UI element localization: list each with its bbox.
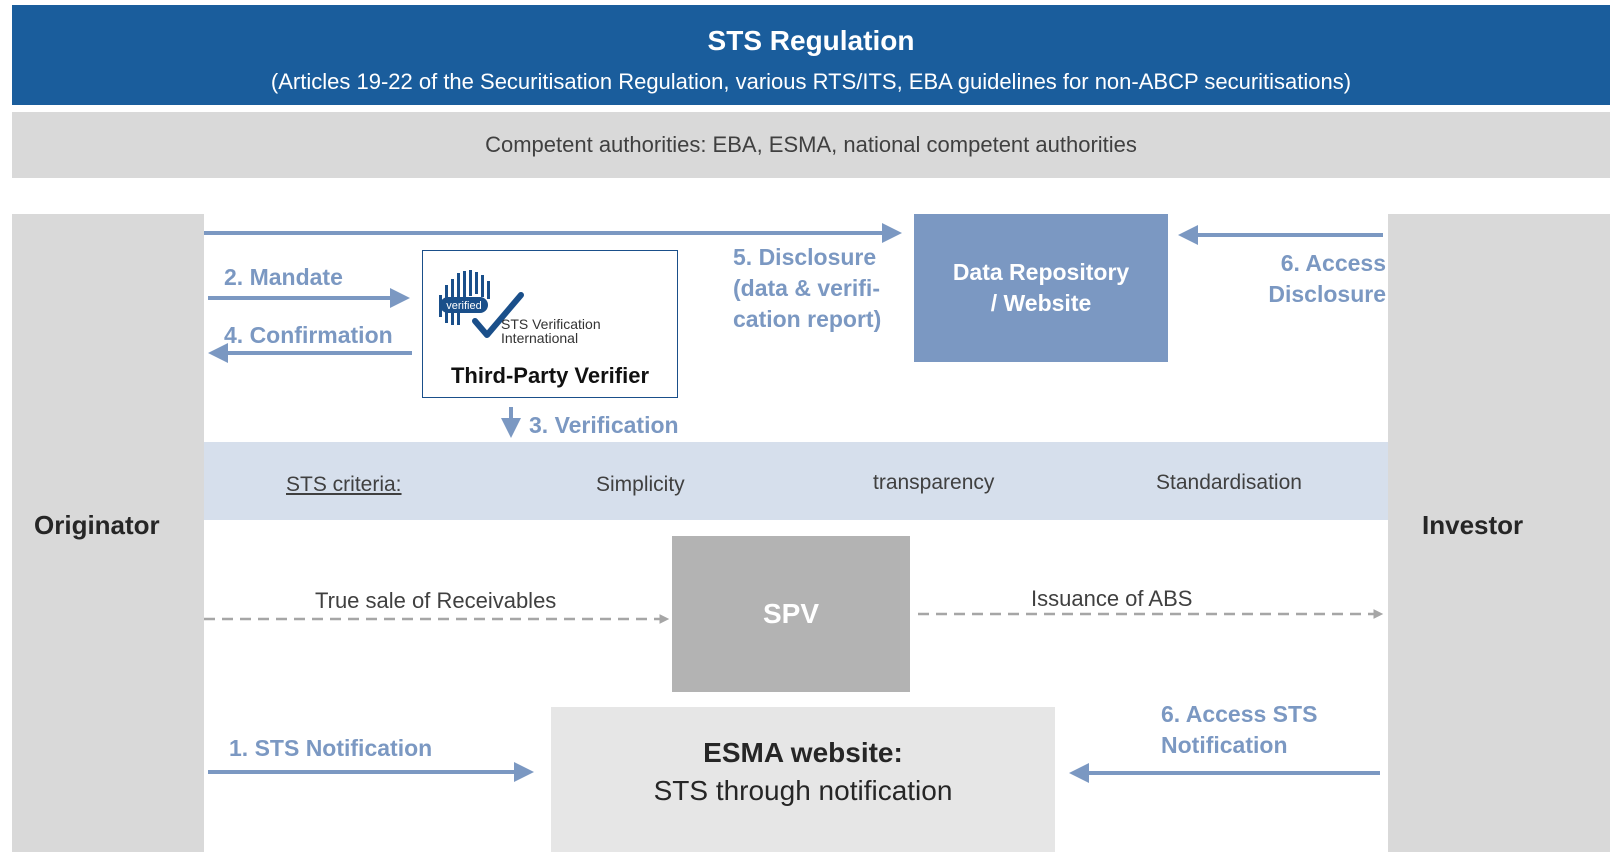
disclosure-line3: cation report) <box>733 306 882 332</box>
criterion-simplicity: Simplicity <box>596 473 685 496</box>
access-notification-line1: 6. Access STS <box>1161 701 1318 727</box>
disclosure-line2: (data & verifi- <box>733 275 880 301</box>
repository-line1: Data Repository <box>952 259 1130 285</box>
sts-criteria-band <box>204 442 1388 520</box>
esma-website-box: ESMA website: STS through notification <box>551 707 1055 852</box>
competent-authorities-text: Competent authorities: EBA, ESMA, nation… <box>485 132 1137 157</box>
step-disclosure-label: 5. Disclosure (data & verifi- cation rep… <box>733 242 881 335</box>
esma-title: ESMA website: <box>703 737 903 768</box>
third-party-verifier-box: verified STS Verification International … <box>422 250 678 398</box>
verified-badge-icon <box>440 297 488 313</box>
step-verification-label: 3. Verification <box>529 412 679 438</box>
step-access-disclosure-label: 6. Access Disclosure <box>1240 248 1386 310</box>
spv-box: SPV <box>672 536 910 692</box>
spv-label: SPV <box>762 598 820 629</box>
true-sale-label: True sale of Receivables <box>315 588 557 613</box>
step-mandate-label: 2. Mandate <box>224 264 343 290</box>
criterion-transparency: transparency <box>873 471 995 494</box>
data-repository-box: Data Repository / Website <box>914 214 1168 362</box>
access-notification-line2: Notification <box>1161 732 1288 758</box>
disclosure-line1: 5. Disclosure <box>733 244 877 270</box>
logo-line1: STS Verification <box>501 316 601 332</box>
regulation-header: STS Regulation (Articles 19-22 of the Se… <box>12 5 1610 105</box>
access-disclosure-line1: 6. Access <box>1280 250 1386 276</box>
originator-column <box>12 214 204 852</box>
issuance-label: Issuance of ABS <box>1031 586 1193 611</box>
competent-authorities-banner: Competent authorities: EBA, ESMA, nation… <box>12 112 1610 178</box>
logo-line2: International <box>501 330 578 346</box>
esma-subtitle: STS through notification <box>653 775 953 806</box>
investor-column <box>1388 214 1610 852</box>
criterion-standardisation: Standardisation <box>1156 471 1302 494</box>
verifier-caption: Third-Party Verifier <box>450 363 650 388</box>
step-notification-label: 1. STS Notification <box>229 735 433 761</box>
checkmark-icon <box>472 292 524 338</box>
sts-verification-logo: verified STS Verification International <box>439 270 601 346</box>
regulation-title: STS Regulation <box>707 25 915 56</box>
originator-label: Originator <box>34 510 160 540</box>
investor-label: Investor <box>1422 510 1524 540</box>
sts-criteria-label: STS criteria: <box>286 473 402 496</box>
logo-badge-text: verified <box>446 300 481 312</box>
access-disclosure-line2: Disclosure <box>1268 281 1386 307</box>
step-confirmation-label: 4. Confirmation <box>224 322 393 348</box>
step-access-notification-label: 6. Access STS Notification <box>1161 699 1317 761</box>
regulation-subtitle: (Articles 19-22 of the Securitisation Re… <box>270 69 1352 94</box>
repository-line2: / Website <box>990 290 1092 316</box>
